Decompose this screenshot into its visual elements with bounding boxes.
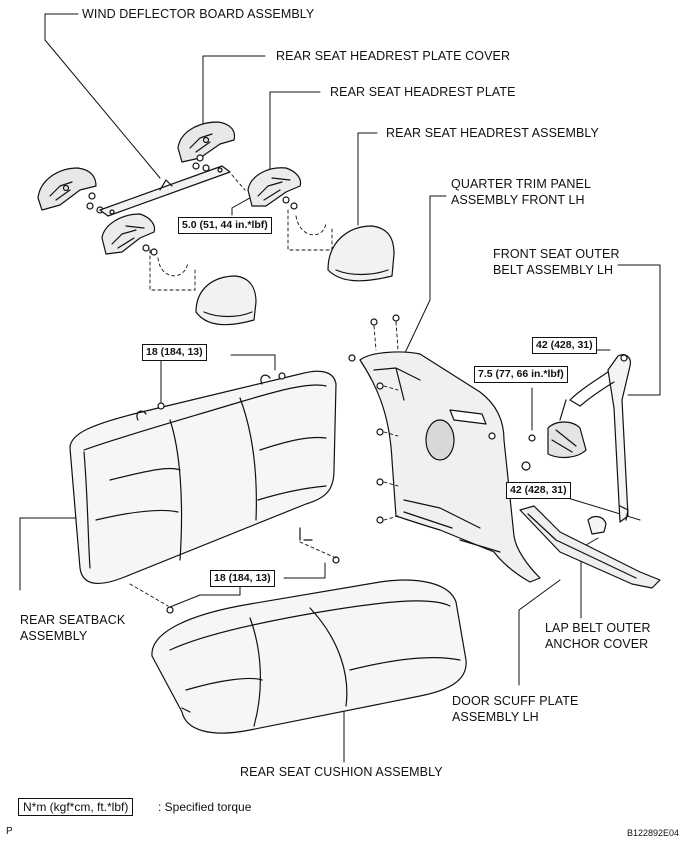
torque-seatback-top: 18 (184, 13) (142, 344, 207, 361)
headrest-assembly-left (195, 275, 257, 326)
figure-code: B122892E04 (627, 828, 680, 838)
label-headrest-plate: REAR SEAT HEADREST PLATE (330, 85, 516, 99)
legend-description: : Specified torque (158, 800, 252, 814)
label-front-belt-line1: FRONT SEAT OUTER (493, 247, 620, 261)
quarter-trim-panel (359, 351, 541, 583)
torque-belt-upper: 42 (428, 31) (532, 337, 597, 354)
label-scuff-line2: ASSEMBLY LH (452, 710, 539, 724)
torque-belt-mid: 7.5 (77, 66 in.*lbf) (474, 366, 568, 383)
headrest-plate-center (247, 167, 302, 210)
label-quarter-trim-line2: ASSEMBLY FRONT LH (451, 193, 585, 207)
page-mark: P (6, 826, 13, 837)
seatback-dashes (129, 541, 337, 607)
trim-screws (348, 314, 496, 524)
label-scuff-line1: DOOR SCUFF PLATE (452, 694, 579, 708)
torque-belt-lower: 42 (428, 31) (506, 482, 571, 499)
label-quarter-trim-line1: QUARTER TRIM PANEL (451, 177, 592, 191)
label-front-belt-line2: BELT ASSEMBLY LH (493, 263, 614, 277)
label-lap-cover-line1: LAP BELT OUTER (545, 621, 651, 635)
torque-headrest-plate: 5.0 (51, 44 in.*lbf) (178, 217, 272, 234)
label-cushion: REAR SEAT CUSHION ASSEMBLY (240, 765, 443, 779)
seatback-bolts (157, 372, 340, 614)
front-seat-outer-belt (521, 354, 631, 523)
cover-clips (86, 154, 210, 214)
label-headrest-plate-cover: REAR SEAT HEADREST PLATE COVER (276, 49, 511, 63)
trim-dashes (373, 321, 399, 521)
legend-torque-unit-box: N*m (kgf*cm, ft.*lbf) (18, 798, 134, 816)
label-seatback-line2: ASSEMBLY (20, 629, 88, 643)
headrest-stays (149, 174, 333, 291)
label-wind-deflector: WIND DEFLECTOR BOARD ASSEMBLY (82, 7, 315, 21)
label-lap-cover-line2: ANCHOR COVER (545, 637, 649, 651)
rear-seat-cushion (151, 579, 467, 734)
headrest-plate-cover-left (37, 167, 97, 211)
label-headrest-assembly: REAR SEAT HEADREST ASSEMBLY (386, 126, 599, 140)
torque-seatback-bottom: 18 (184, 13) (210, 570, 275, 587)
rear-seatback (69, 370, 337, 585)
headrest-assembly-right (327, 225, 395, 282)
lap-belt-anchor-cover (587, 515, 607, 535)
label-seatback-line1: REAR SEATBACK (20, 613, 126, 627)
door-scuff-plate (519, 505, 661, 589)
wind-deflector-board (99, 165, 231, 217)
leader-lines (19, 13, 661, 763)
headrest-plate-cover-center (177, 121, 236, 163)
headrest-plate-left (101, 213, 158, 256)
